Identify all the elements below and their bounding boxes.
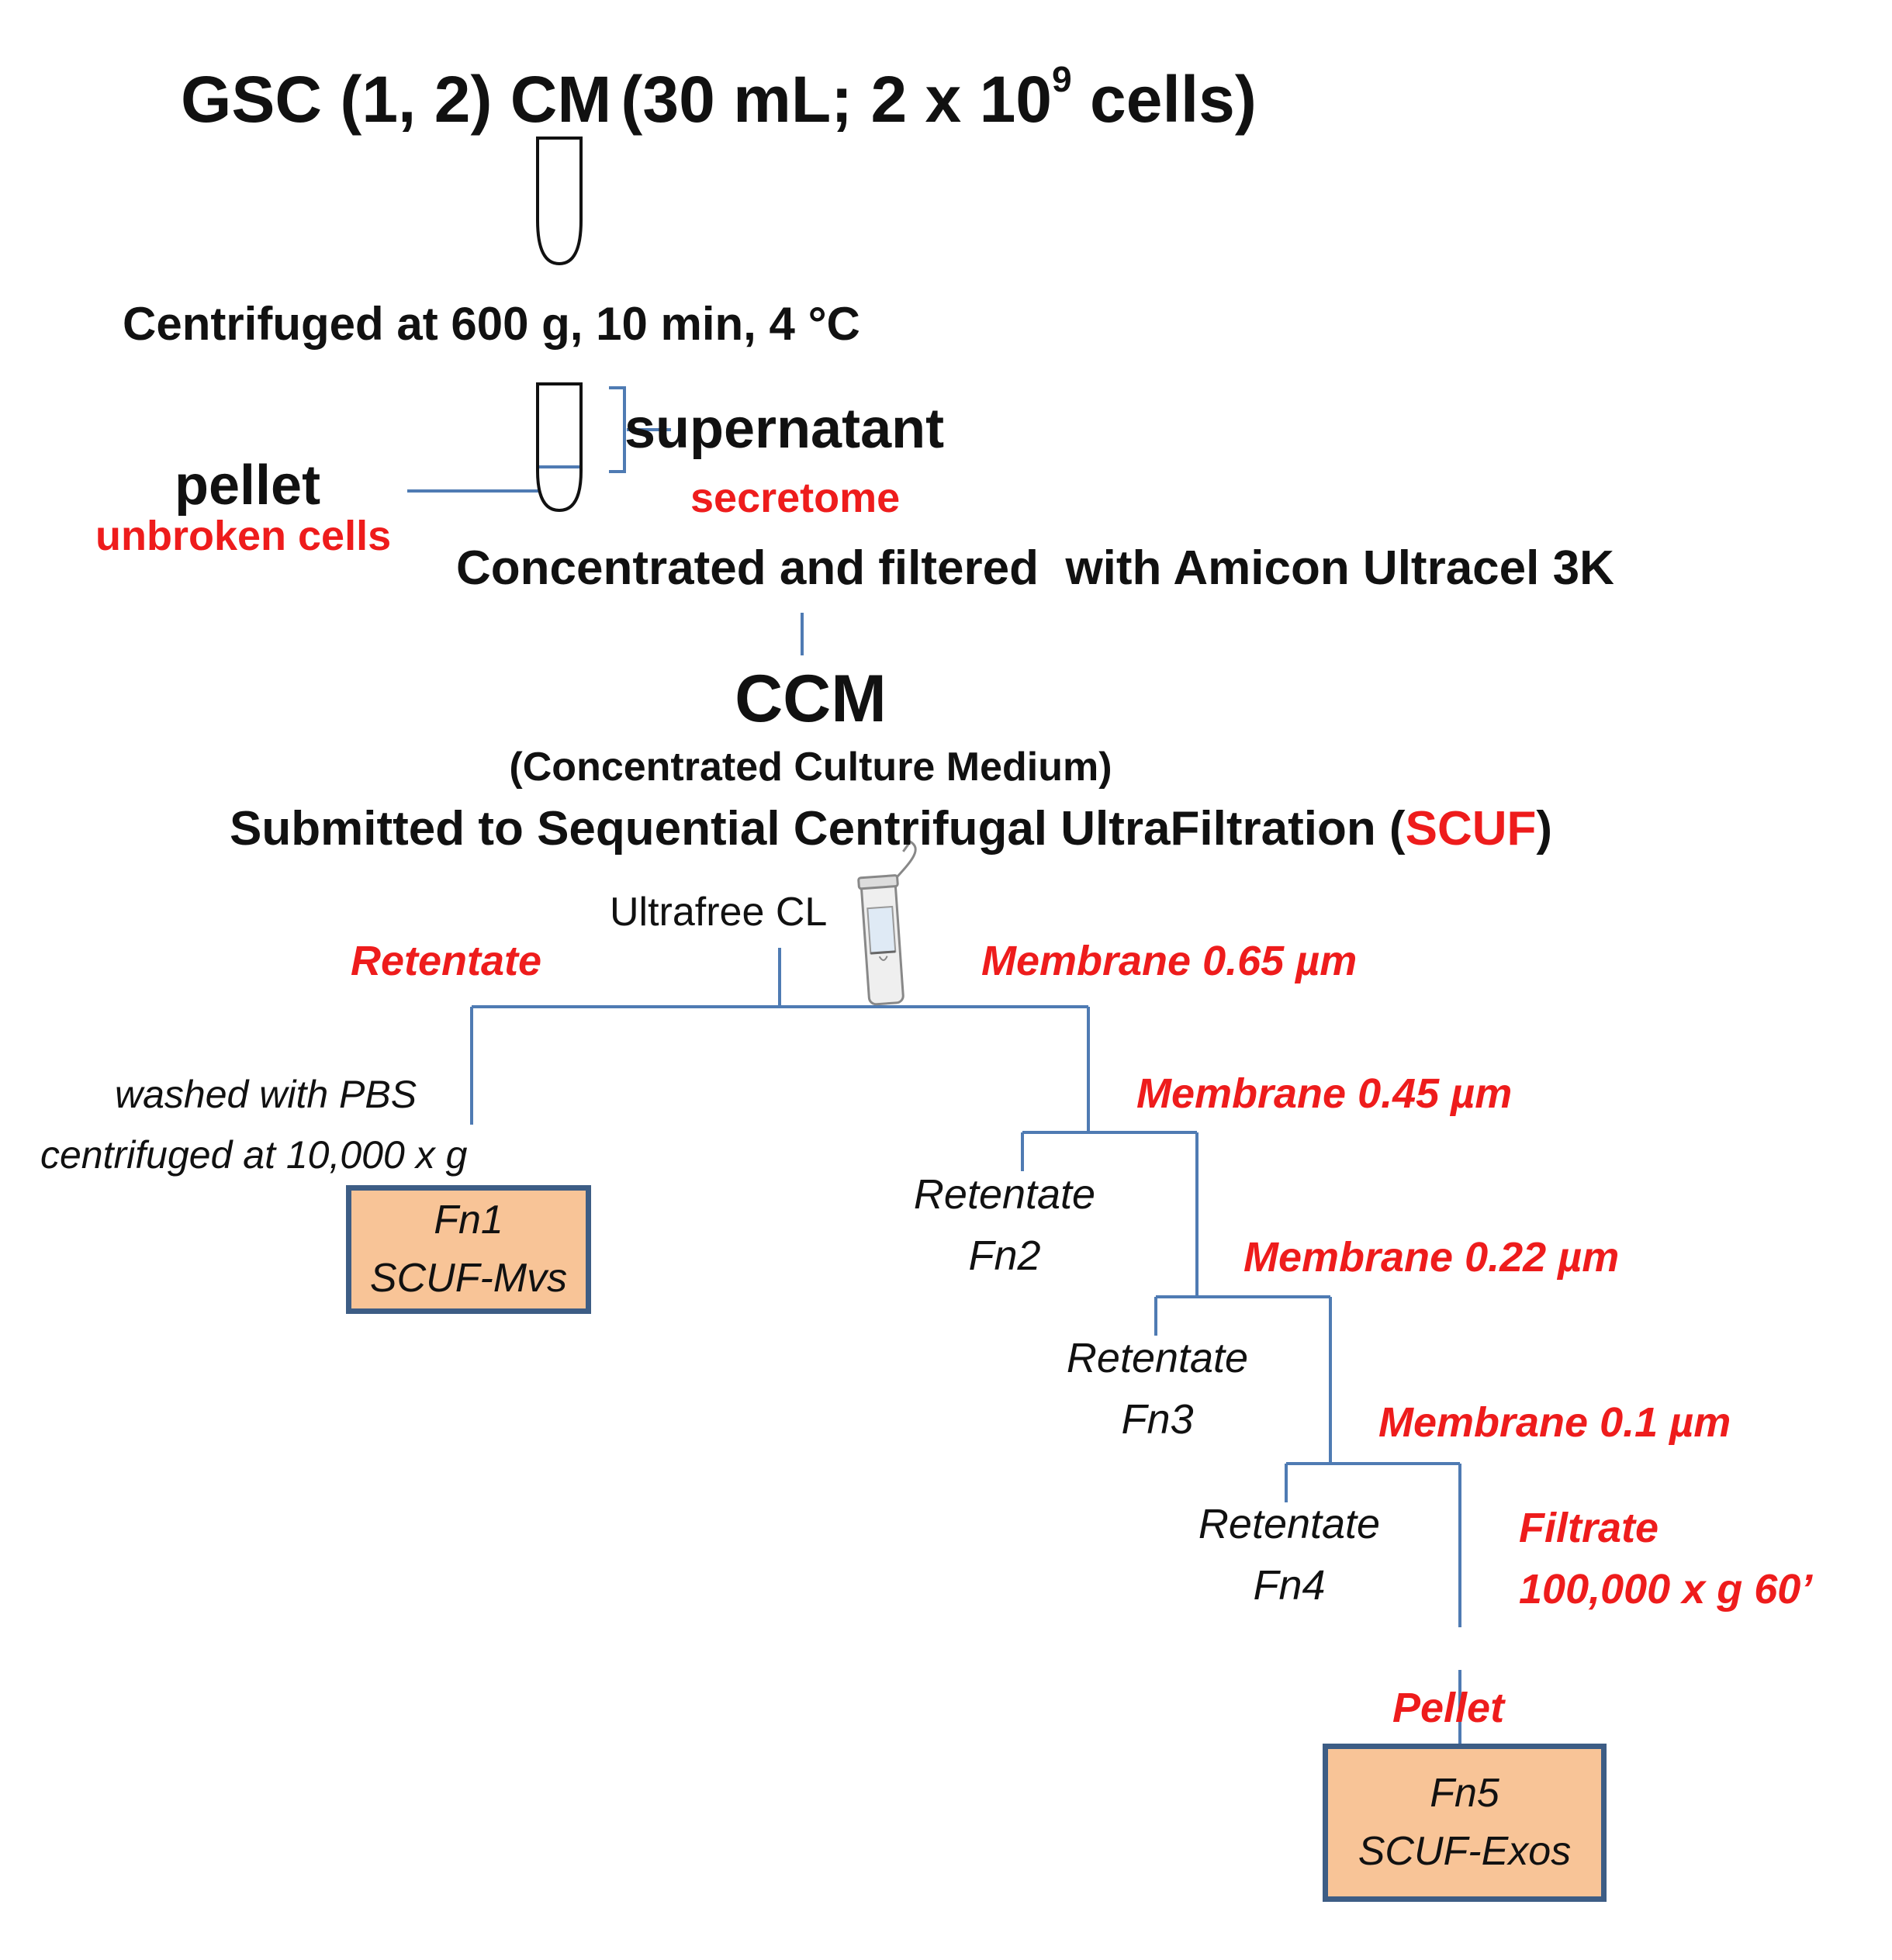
fn5-box: Fn5 SCUF-Exos [1323,1744,1607,1902]
filtrate-spin: 100,000 x g 60’ [1519,1566,1813,1613]
fn5-name: Fn5 [1430,1770,1499,1816]
fn1-box: Fn1 SCUF-Mvs [346,1185,591,1314]
device-label: Ultrafree CL [610,890,828,935]
fn5-description: SCUF-Exos [1358,1829,1572,1874]
membrane-045: Membrane 0.45 µm [1136,1070,1513,1117]
filtrate-label: Filtrate [1519,1505,1659,1551]
scuf-step-text: Submitted to Sequential Centrifugal Ultr… [230,802,1406,856]
scuf-step: Submitted to Sequential Centrifugal Ultr… [230,805,1552,853]
fn2-name: Fn2 [968,1232,1041,1279]
ccm-label: CCM [735,662,887,736]
title-detail: (30 mL; 2 x 10 [621,63,1053,136]
membrane-022: Membrane 0.22 µm [1243,1234,1620,1281]
title: GSC (1, 2) CM(30 mL; 2 x 109 cells) [181,61,1257,132]
branch-retentate-label: Retentate [351,938,542,984]
title-suffix: cells) [1071,63,1257,136]
supernatant-bracket [609,386,626,473]
fn1-name: Fn1 [434,1197,503,1243]
tube-icon [536,137,583,266]
title-exponent: 9 [1052,58,1072,99]
pellet-note: unbroken cells [95,513,392,559]
pellet-label: pellet [175,455,321,517]
membrane-01: Membrane 0.1 µm [1378,1399,1731,1446]
centrifuged-tube-icon [536,382,583,513]
pellet-final-label: Pellet [1392,1685,1505,1731]
title-prefix: GSC (1, 2) CM [181,63,612,136]
fn2-label: Retentate [913,1171,1096,1218]
supernatant-label: supernatant [624,398,945,460]
step-centrifuge: Centrifuged at 600 g, 10 min, 4 °C [123,298,860,350]
scuf-close: ) [1536,802,1553,856]
membrane-065: Membrane 0.65 µm [981,938,1358,984]
fn1-description: SCUF-Mvs [369,1256,568,1301]
step-concentrate: Concentrated and filtered with Amicon Ul… [456,541,1614,595]
wash-line1: washed with PBS [115,1073,417,1116]
scuf-acronym: SCUF [1405,802,1537,856]
fn3-label: Retentate [1066,1335,1249,1381]
ccm-full: (Concentrated Culture Medium) [509,745,1112,790]
fn3-name: Fn3 [1121,1396,1194,1443]
wash-line2: centrifuged at 10,000 x g [40,1133,468,1177]
ultrafree-device-icon [857,840,917,1006]
supernatant-note: secretome [690,475,901,521]
fn4-name: Fn4 [1253,1562,1326,1609]
fn4-label: Retentate [1198,1501,1381,1547]
